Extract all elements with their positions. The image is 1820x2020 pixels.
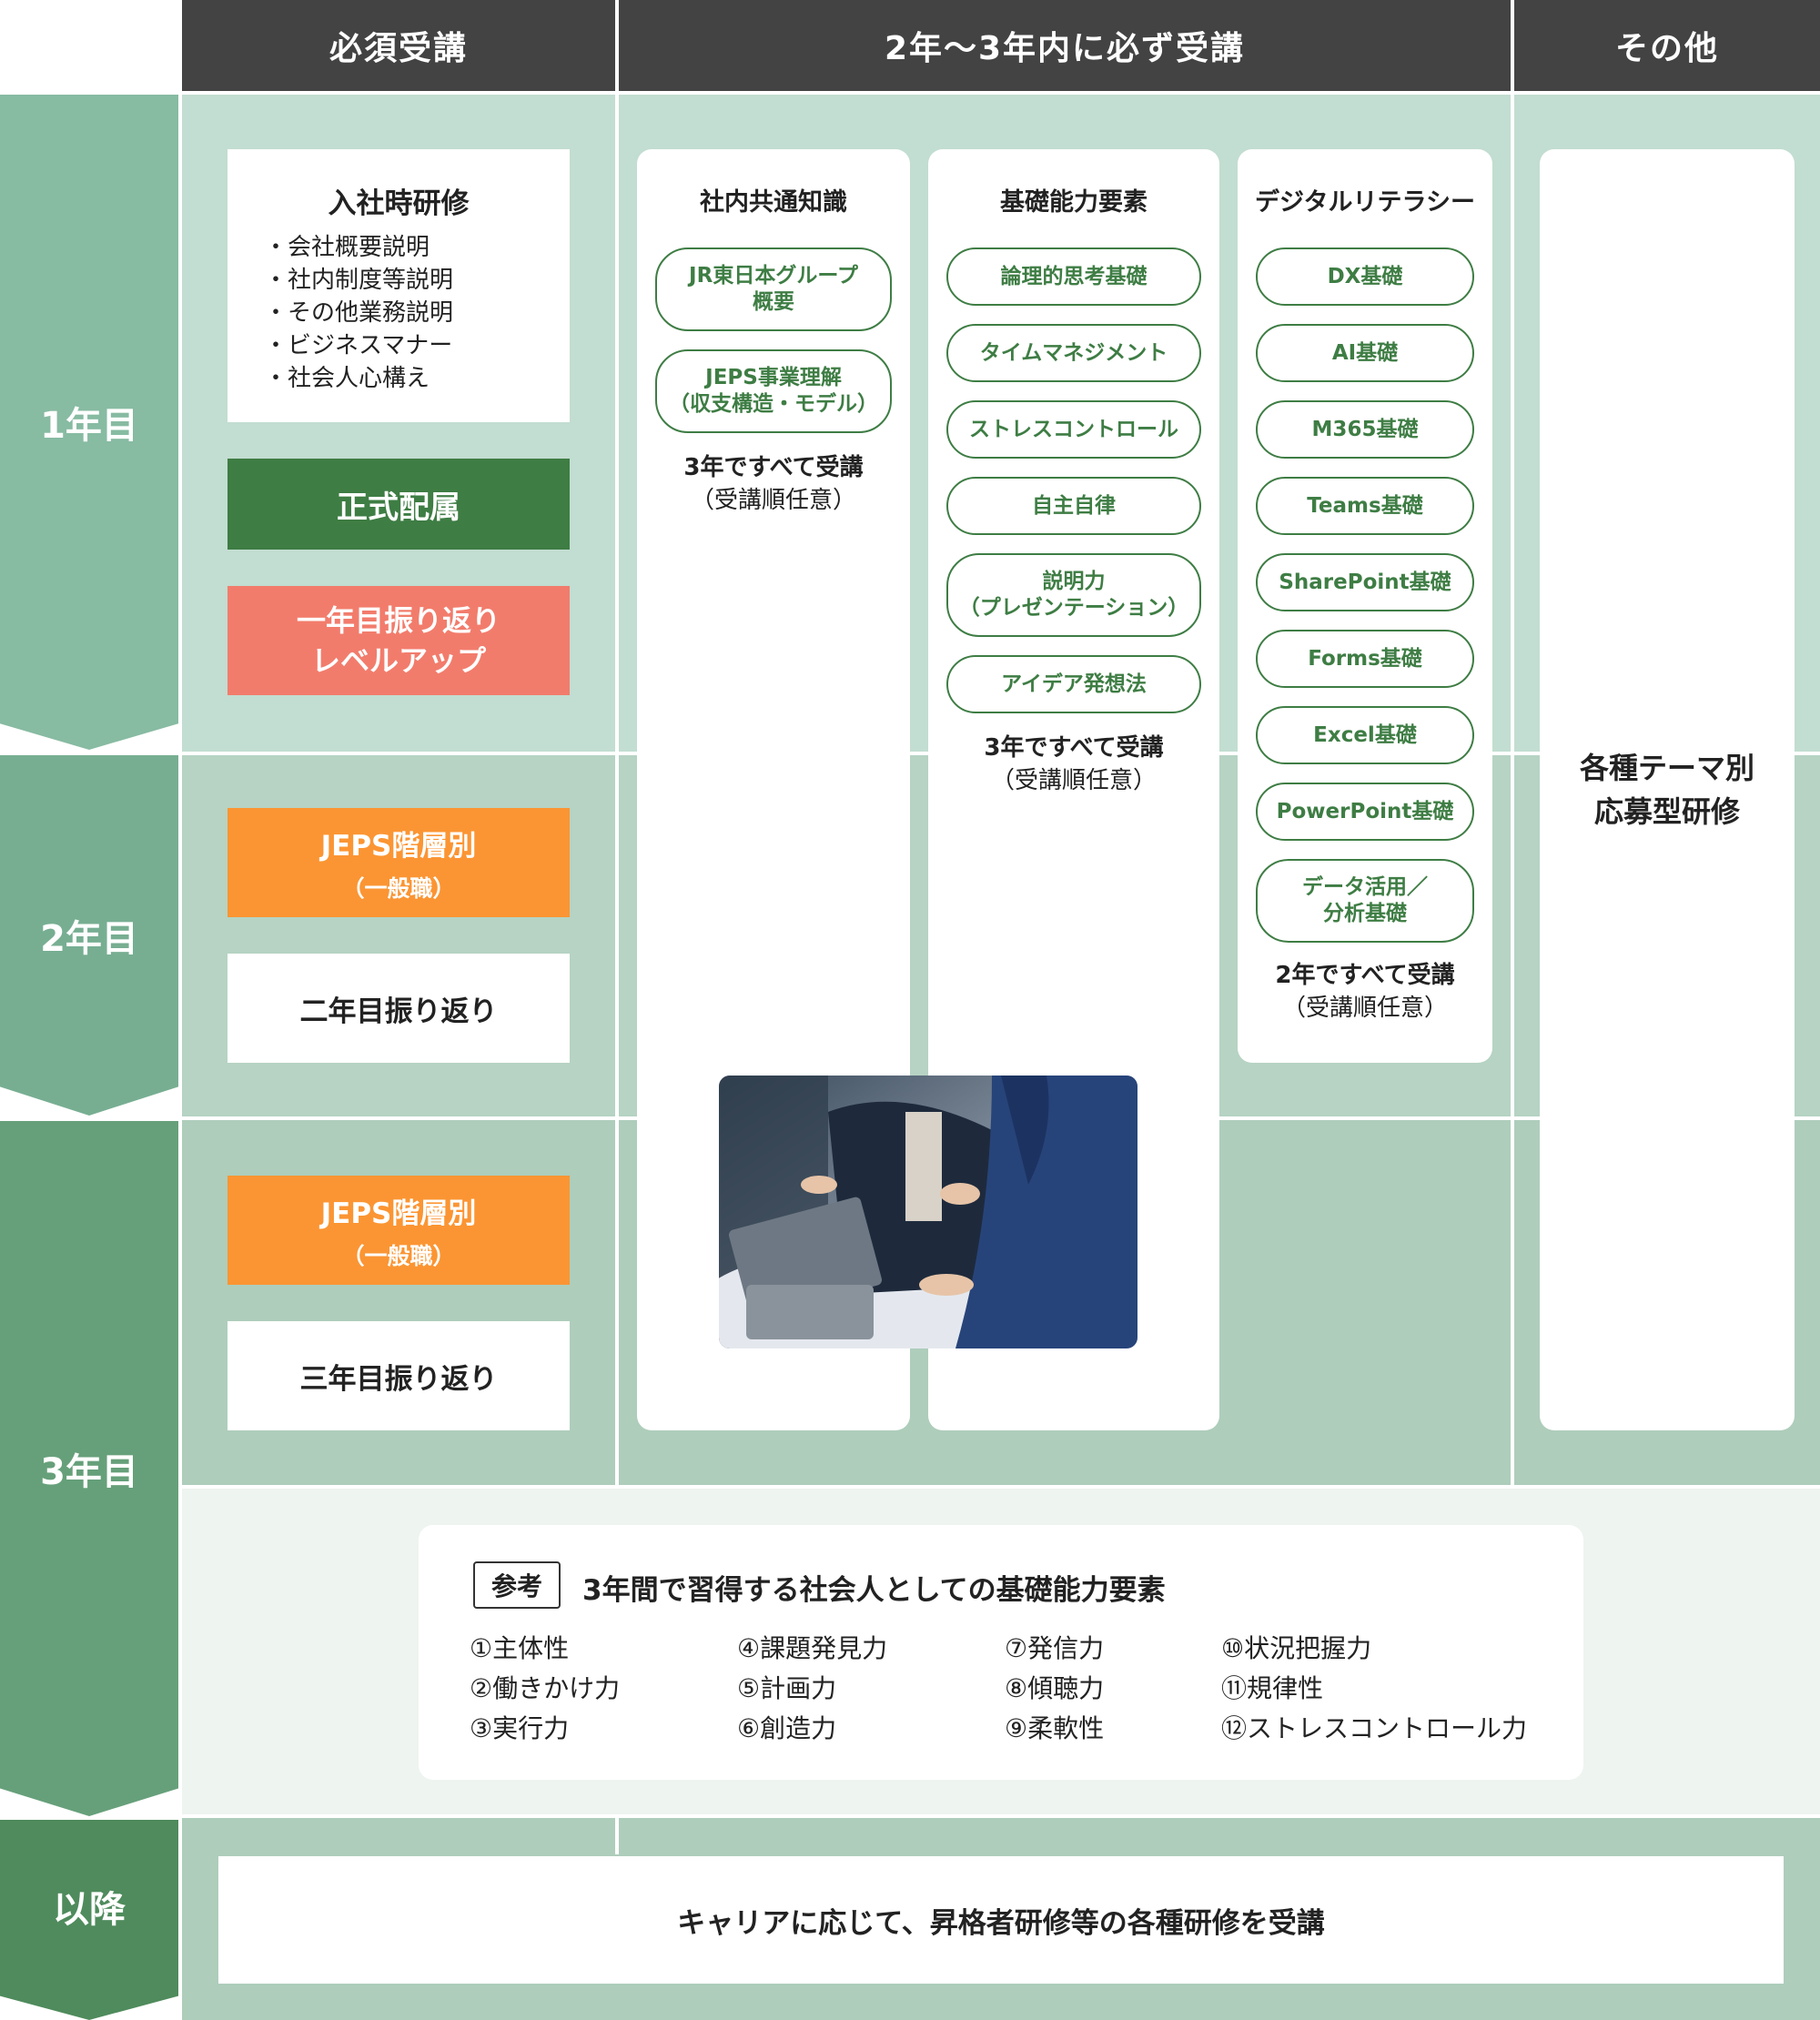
year2-chevron: 2年目 xyxy=(0,755,178,1116)
ability-item: ④課題発見力 xyxy=(737,1633,888,1663)
other-training-card: 各種テーマ別 応募型研修 xyxy=(1540,149,1795,1430)
reference-title: 3年間で習得する社会人としての基礎能力要素 xyxy=(582,1574,1166,1607)
orientation-item: ・社内制度等説明 xyxy=(264,267,454,294)
other-line2: 応募型研修 xyxy=(1593,794,1740,829)
course-pill: AI基礎 xyxy=(1256,324,1474,382)
header-other: その他 xyxy=(1514,0,1820,91)
year1-label: 1年目 xyxy=(40,405,138,447)
ability-item: ⑥創造力 xyxy=(737,1713,837,1743)
jeps-level-sub: （一般職） xyxy=(341,1242,456,1269)
jeps-level-year3-box: JEPS階層別 （一般職） xyxy=(228,1176,570,1285)
course-pill: SharePoint基礎 xyxy=(1256,553,1474,611)
reference-tag: 参考 xyxy=(473,1561,561,1609)
orientation-list: ・会社概要説明 ・社内制度等説明 ・その他業務説明 ・ビジネスマナー ・社会人心… xyxy=(264,231,453,395)
orientation-item: ・ビジネスマナー xyxy=(264,332,453,359)
ability-item: ⑨柔軟性 xyxy=(1005,1713,1105,1743)
course-pill: 論理的思考基礎 xyxy=(946,247,1201,306)
ability-item: ⑦発信力 xyxy=(1005,1633,1105,1663)
ability-item: ⑫ストレスコントロール力 xyxy=(1221,1713,1528,1743)
course-pill: JR東日本グループ 概要 xyxy=(655,247,892,331)
orientation-item: ・社会人心構え xyxy=(264,365,430,392)
course-pill: PowerPoint基礎 xyxy=(1256,783,1474,841)
career-training-text: キャリアに応じて、昇格者研修等の各種研修を受講 xyxy=(677,1906,1325,1940)
jeps-level-year2-box: JEPS階層別 （一般職） xyxy=(228,808,570,917)
course-pill: JEPS事業理解 （収支構造・モデル） xyxy=(655,349,892,433)
ability-item: ⑩状況把握力 xyxy=(1221,1633,1372,1663)
ability-item: ①主体性 xyxy=(470,1633,570,1663)
year3-review-label: 三年目振り返り xyxy=(299,1362,498,1396)
year1-review-line1: 一年目振り返り xyxy=(296,603,500,638)
course-pill: Forms基礎 xyxy=(1256,630,1474,688)
year2-label: 2年目 xyxy=(40,918,138,960)
ability-item: ③実行力 xyxy=(470,1713,570,1743)
basic-ability-title: 基礎能力要素 xyxy=(1000,188,1148,217)
year2-review-label: 二年目振り返り xyxy=(299,995,498,1028)
common-knowledge-note: 3年ですべて受講 （受講順任意） xyxy=(637,451,910,518)
digital-literacy-note: 2年ですべて受講 （受講順任意） xyxy=(1238,959,1492,1025)
jeps-level-title: JEPS階層別 xyxy=(320,829,477,863)
business-meeting-photo xyxy=(719,1076,1138,1348)
ability-item: ②働きかけ力 xyxy=(470,1673,621,1703)
year3-review-box: 三年目振り返り xyxy=(228,1321,570,1430)
column-divider xyxy=(615,95,619,1485)
orientation-item: ・その他業務説明 xyxy=(264,299,454,327)
basic-ability-note: 3年ですべて受講 （受講順任意） xyxy=(928,732,1219,798)
column-divider xyxy=(615,1818,619,1854)
note-main: 3年ですべて受講 xyxy=(984,734,1164,762)
header-within-2-3-years: 2年～3年内に必ず受講 xyxy=(619,0,1511,91)
course-pill: M365基礎 xyxy=(1256,400,1474,459)
course-pill: Teams基礎 xyxy=(1256,477,1474,535)
course-pill: アイデア発想法 xyxy=(946,655,1201,713)
course-pill: ストレスコントロール xyxy=(946,400,1201,459)
note-main: 3年ですべて受講 xyxy=(683,454,864,481)
column-divider xyxy=(1511,95,1514,1485)
note-sub: （受講順任意） xyxy=(990,767,1157,795)
course-pill: Excel基礎 xyxy=(1256,706,1474,764)
common-knowledge-title: 社内共通知識 xyxy=(700,188,847,217)
header-required: 必須受講 xyxy=(182,0,615,91)
orientation-item: ・会社概要説明 xyxy=(264,234,430,261)
note-main: 2年ですべて受講 xyxy=(1275,962,1455,989)
after-chevron: 以降 xyxy=(0,1820,178,2020)
note-sub: （受講順任意） xyxy=(1281,995,1448,1023)
other-line1: 各種テーマ別 xyxy=(1579,751,1754,785)
year1-chevron: 1年目 xyxy=(0,95,178,750)
course-pill: DX基礎 xyxy=(1256,247,1474,306)
course-pill: 説明力 （プレゼンテーション） xyxy=(946,553,1201,637)
digital-literacy-title: デジタルリテラシー xyxy=(1255,188,1475,217)
career-training-box: キャリアに応じて、昇格者研修等の各種研修を受講 xyxy=(218,1856,1784,1984)
year1-review-line2: レベルアップ xyxy=(310,643,486,678)
official-assignment-box: 正式配属 xyxy=(228,459,570,550)
orientation-training-box: 入社時研修 ・会社概要説明 ・社内制度等説明 ・その他業務説明 ・ビジネスマナー… xyxy=(228,149,570,422)
ability-item: ⑤計画力 xyxy=(737,1673,837,1703)
year3-chevron: 3年目 xyxy=(0,1121,178,1816)
year2-review-box: 二年目振り返り xyxy=(228,954,570,1063)
note-sub: （受講順任意） xyxy=(690,487,856,515)
year3-label: 3年目 xyxy=(40,1451,138,1493)
reference-box: 参考 3年間で習得する社会人としての基礎能力要素 ①主体性 ②働きかけ力 ③実行… xyxy=(419,1525,1583,1780)
jeps-level-sub: （一般職） xyxy=(341,874,456,902)
course-pill: 自主自律 xyxy=(946,477,1201,535)
year1-review-box: 一年目振り返り レベルアップ xyxy=(228,586,570,695)
ability-item: ⑪規律性 xyxy=(1221,1673,1324,1703)
official-assignment-label: 正式配属 xyxy=(337,489,460,526)
ability-item: ⑧傾聴力 xyxy=(1005,1673,1105,1703)
orientation-title: 入社時研修 xyxy=(328,187,470,220)
course-pill: データ活用／ 分析基礎 xyxy=(1256,859,1474,943)
digital-literacy-card: デジタルリテラシー DX基礎 AI基礎 M365基礎 Teams基礎 Share… xyxy=(1238,149,1492,1063)
after-label: 以降 xyxy=(53,1889,126,1931)
course-pill: タイムマネジメント xyxy=(946,324,1201,382)
jeps-level-title: JEPS階層別 xyxy=(320,1197,477,1230)
